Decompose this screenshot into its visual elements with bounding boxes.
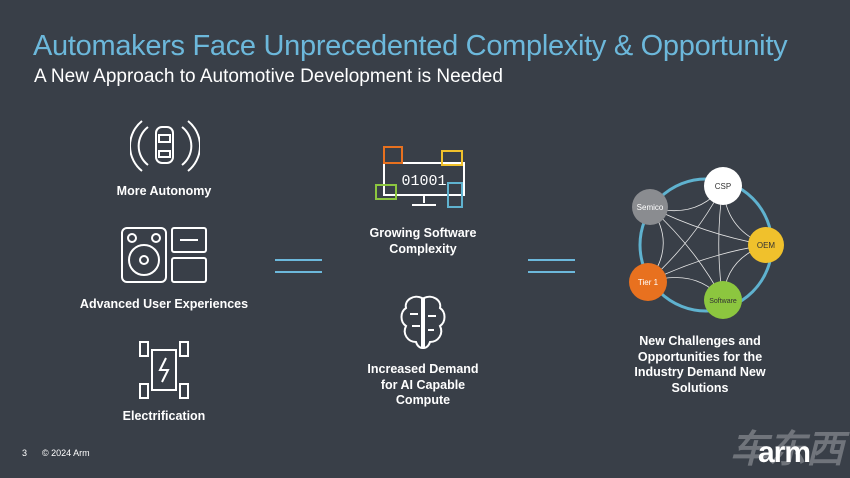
page-number: 3	[22, 448, 28, 458]
dashboard-icon	[121, 227, 207, 283]
ev-battery-chassis-icon	[139, 341, 189, 399]
slide-title: Automakers Face Unprecedented Complexity…	[33, 30, 788, 62]
binary-text: 01001	[401, 173, 446, 190]
connector-line	[275, 259, 322, 261]
arm-logo: arm	[758, 436, 811, 469]
label-more-autonomy: More Autonomy	[116, 184, 212, 198]
puzzle-code-icon: 01001	[375, 146, 465, 208]
ecosystem-node-label: Semico	[637, 203, 664, 212]
connector-line	[528, 271, 575, 273]
copyright: © 2024 Arm	[42, 448, 90, 458]
ecosystem-node-3	[629, 263, 667, 301]
ecosystem-node-label: CSP	[715, 182, 731, 191]
brain-circuit-icon	[400, 295, 446, 350]
ecosystem-node-0	[704, 167, 742, 205]
label-advanced-user-experiences: Advanced User Experiences	[79, 297, 249, 311]
ecosystem-node-label: Tier 1	[638, 278, 659, 287]
label-electrification: Electrification	[122, 409, 206, 423]
autonomous-car-icon	[130, 120, 200, 172]
slide-subtitle: A New Approach to Automotive Development…	[34, 66, 503, 87]
ecosystem-node-label: OEM	[757, 241, 776, 250]
ecosystem-node-2	[748, 227, 784, 263]
ecosystem-node-4	[704, 281, 742, 319]
connector-line	[528, 259, 575, 261]
watermark: 车东西	[730, 429, 845, 471]
connector-line	[275, 271, 322, 273]
ecosystem-node-label: Software	[709, 298, 737, 305]
ecosystem-node-1	[632, 189, 668, 225]
